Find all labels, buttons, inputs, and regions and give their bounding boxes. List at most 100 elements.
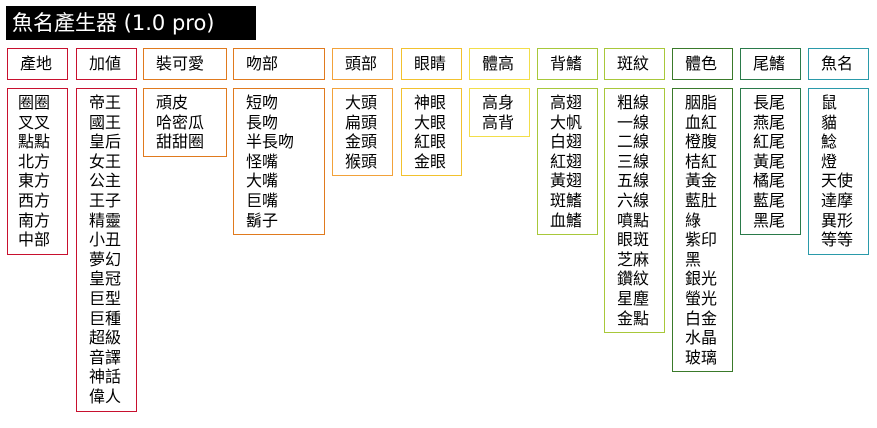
list-item[interactable]: 扁頭 bbox=[345, 112, 378, 132]
list-item[interactable]: 銀光 bbox=[685, 269, 718, 289]
list-item[interactable]: 中部 bbox=[18, 230, 51, 250]
list-item[interactable]: 大帆 bbox=[550, 112, 583, 132]
list-item[interactable]: 帝王 bbox=[89, 93, 122, 112]
list-item[interactable]: 巨嘴 bbox=[246, 190, 279, 210]
list-item[interactable]: 哈密瓜 bbox=[156, 112, 205, 132]
list-item[interactable]: 甜甜圈 bbox=[156, 132, 205, 152]
list-item[interactable]: 神話 bbox=[89, 367, 122, 387]
list-item[interactable]: 巨型 bbox=[89, 288, 122, 308]
list-item[interactable]: 金眼 bbox=[414, 151, 447, 171]
column-header-color[interactable]: 體色 bbox=[672, 48, 733, 80]
list-item[interactable]: 玻璃 bbox=[685, 347, 718, 367]
column-header-name[interactable]: 魚名 bbox=[808, 48, 869, 80]
list-item[interactable]: 王子 bbox=[89, 190, 122, 210]
list-item[interactable]: 金點 bbox=[617, 308, 650, 328]
list-item[interactable]: 黃尾 bbox=[753, 151, 786, 171]
list-item[interactable]: 斑鰭 bbox=[550, 190, 583, 210]
list-item[interactable]: 精靈 bbox=[89, 210, 122, 230]
list-item[interactable]: 桔紅 bbox=[685, 151, 718, 171]
list-item[interactable]: 鯰 bbox=[821, 132, 838, 152]
list-item[interactable]: 怪嘴 bbox=[246, 151, 279, 171]
list-item[interactable]: 頑皮 bbox=[156, 93, 189, 112]
list-item[interactable]: 星塵 bbox=[617, 288, 650, 308]
column-header-eyes[interactable]: 眼睛 bbox=[401, 48, 462, 80]
list-item[interactable]: 天使 bbox=[821, 171, 854, 191]
list-item[interactable]: 達摩 bbox=[821, 190, 854, 210]
list-item[interactable]: 燈 bbox=[821, 151, 838, 171]
list-item[interactable]: 鬍子 bbox=[246, 210, 279, 230]
column-header-cute[interactable]: 裝可愛 bbox=[143, 48, 227, 80]
list-item[interactable]: 半長吻 bbox=[246, 132, 295, 152]
list-item[interactable]: 三線 bbox=[617, 151, 650, 171]
column-header-head[interactable]: 頭部 bbox=[332, 48, 393, 80]
list-item[interactable]: 螢光 bbox=[685, 288, 718, 308]
list-item[interactable]: 長尾 bbox=[753, 93, 786, 112]
list-item[interactable]: 五線 bbox=[617, 171, 650, 191]
list-item[interactable]: 叉叉 bbox=[18, 112, 51, 132]
list-item[interactable]: 高翅 bbox=[550, 93, 583, 112]
list-item[interactable]: 高身 bbox=[482, 93, 515, 112]
list-item[interactable]: 藍肚 bbox=[685, 190, 718, 210]
column-header-pattern[interactable]: 斑紋 bbox=[604, 48, 665, 80]
list-item[interactable]: 偉人 bbox=[89, 386, 122, 406]
list-item[interactable]: 黑 bbox=[685, 249, 702, 269]
list-item[interactable]: 音譯 bbox=[89, 347, 122, 367]
list-item[interactable]: 東方 bbox=[18, 171, 51, 191]
list-item[interactable]: 紅尾 bbox=[753, 132, 786, 152]
list-item[interactable]: 芝麻 bbox=[617, 249, 650, 269]
list-item[interactable]: 皇后 bbox=[89, 132, 122, 152]
column-header-body[interactable]: 體高 bbox=[469, 48, 530, 80]
list-item[interactable]: 神眼 bbox=[414, 93, 447, 112]
list-item[interactable]: 黃翅 bbox=[550, 171, 583, 191]
list-item[interactable]: 鼠 bbox=[821, 93, 838, 112]
list-item[interactable]: 國王 bbox=[89, 112, 122, 132]
list-item[interactable]: 綠 bbox=[685, 210, 702, 230]
list-item[interactable]: 南方 bbox=[18, 210, 51, 230]
list-item[interactable]: 眼斑 bbox=[617, 230, 650, 250]
list-item[interactable]: 橙腹 bbox=[685, 132, 718, 152]
list-item[interactable]: 血鰭 bbox=[550, 210, 583, 230]
list-item[interactable]: 北方 bbox=[18, 151, 51, 171]
column-header-tail[interactable]: 尾鰭 bbox=[740, 48, 801, 80]
list-item[interactable]: 粗線 bbox=[617, 93, 650, 112]
list-item[interactable]: 黑尾 bbox=[753, 210, 786, 230]
list-item[interactable]: 藍尾 bbox=[753, 190, 786, 210]
list-item[interactable]: 猴頭 bbox=[345, 151, 378, 171]
list-item[interactable]: 貓 bbox=[821, 112, 838, 132]
list-item[interactable]: 異形 bbox=[821, 210, 854, 230]
list-item[interactable]: 西方 bbox=[18, 190, 51, 210]
list-item[interactable]: 金頭 bbox=[345, 132, 378, 152]
column-header-mouth[interactable]: 吻部 bbox=[233, 48, 325, 80]
list-item[interactable]: 大嘴 bbox=[246, 171, 279, 191]
list-item[interactable]: 圈圈 bbox=[18, 93, 51, 112]
list-item[interactable]: 巨種 bbox=[89, 308, 122, 328]
list-item[interactable]: 皇冠 bbox=[89, 269, 122, 289]
list-item[interactable]: 血紅 bbox=[685, 112, 718, 132]
list-item[interactable]: 大頭 bbox=[345, 93, 378, 112]
list-item[interactable]: 長吻 bbox=[246, 112, 279, 132]
list-item[interactable]: 小丑 bbox=[89, 230, 122, 250]
list-item[interactable]: 紫印 bbox=[685, 230, 718, 250]
list-item[interactable]: 橘尾 bbox=[753, 171, 786, 191]
column-header-dorsal[interactable]: 背鰭 bbox=[537, 48, 598, 80]
list-item[interactable]: 鑽紋 bbox=[617, 269, 650, 289]
list-item[interactable]: 短吻 bbox=[246, 93, 279, 112]
list-item[interactable]: 胭脂 bbox=[685, 93, 718, 112]
list-item[interactable]: 公主 bbox=[89, 171, 122, 191]
list-item[interactable]: 白金 bbox=[685, 308, 718, 328]
list-item[interactable]: 黃金 bbox=[685, 171, 718, 191]
column-header-bonus[interactable]: 加値 bbox=[76, 48, 137, 80]
list-item[interactable]: 二線 bbox=[617, 132, 650, 152]
list-item[interactable]: 水晶 bbox=[685, 328, 718, 348]
list-item[interactable]: 紅眼 bbox=[414, 132, 447, 152]
list-item[interactable]: 夢幻 bbox=[89, 249, 122, 269]
list-item[interactable]: 大眼 bbox=[414, 112, 447, 132]
list-item[interactable]: 六線 bbox=[617, 190, 650, 210]
list-item[interactable]: 女王 bbox=[89, 151, 122, 171]
list-item[interactable]: 點點 bbox=[18, 132, 51, 152]
list-item[interactable]: 噴點 bbox=[617, 210, 650, 230]
list-item[interactable]: 超級 bbox=[89, 328, 122, 348]
list-item[interactable]: 燕尾 bbox=[753, 112, 786, 132]
list-item[interactable]: 高背 bbox=[482, 112, 515, 132]
list-item[interactable]: 等等 bbox=[821, 230, 854, 250]
